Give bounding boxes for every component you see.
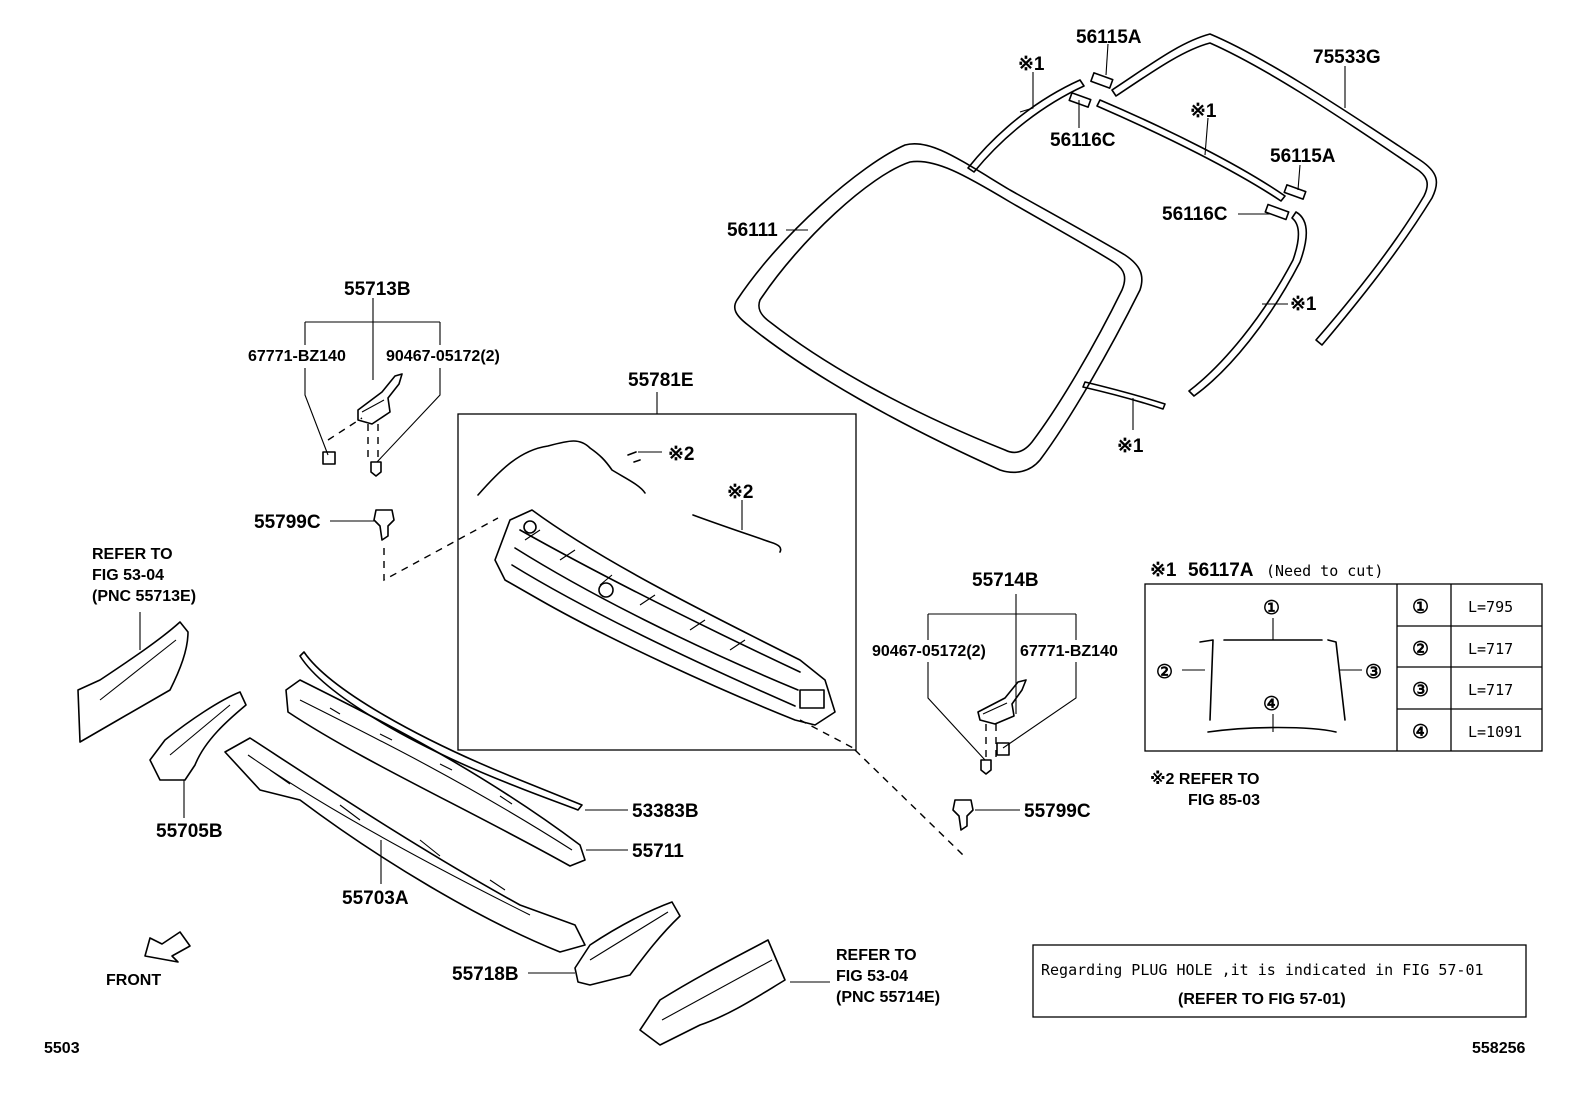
sketch-num-3: ③ <box>1365 662 1382 683</box>
cut-row-4-length: L=1091 <box>1468 723 1522 741</box>
spacer-56115A-right[interactable] <box>1283 184 1307 200</box>
label-75533G: 75533G <box>1313 47 1381 68</box>
label-90467-left: 90467-05172(2) <box>386 348 500 365</box>
label-56115A-right: 56115A <box>1270 146 1336 167</box>
label-note1-b: ※1 <box>1190 101 1217 122</box>
label-refer-left-1: REFER TO <box>92 546 173 563</box>
label-note2-b: ※2 <box>727 482 754 503</box>
label-55714B: 55714B <box>972 570 1039 591</box>
hinge-bracket-55713B[interactable] <box>357 373 403 425</box>
molding-strip-bottom[interactable] <box>1082 381 1166 410</box>
label-55781E: 55781E <box>628 370 694 391</box>
hose-part[interactable] <box>692 514 782 553</box>
label-56116C-right: 56116C <box>1162 204 1228 225</box>
wire-harness[interactable] <box>477 440 646 496</box>
label-67771-right: 67771-BZ140 <box>1020 643 1118 660</box>
clip-nut-left[interactable] <box>322 451 336 465</box>
label-refer-left-3: (PNC 55713E) <box>92 588 196 605</box>
weatherstrip-75533G[interactable] <box>1111 33 1438 346</box>
label-55799C-right: 55799C <box>1024 801 1091 822</box>
label-67771-left: 67771-BZ140 <box>248 348 346 365</box>
label-55799C-left: 55799C <box>254 512 321 533</box>
clip-55799C-right[interactable] <box>952 799 974 831</box>
label-55718B: 55718B <box>452 964 519 985</box>
label-55713B: 55713B <box>344 279 411 300</box>
side-member-left[interactable] <box>77 621 189 743</box>
note2-line1: ※2 REFER TO <box>1150 770 1260 788</box>
label-note1-c: ※1 <box>1290 294 1317 315</box>
molding-strip-top-left[interactable] <box>967 79 1085 173</box>
label-55705B: 55705B <box>156 821 223 842</box>
spacer-56116C-top[interactable] <box>1068 92 1092 108</box>
label-90467-right: 90467-05172(2) <box>872 643 986 660</box>
label-56115A-top: 56115A <box>1076 27 1142 48</box>
molding-strip-right[interactable] <box>1188 211 1308 397</box>
cut-row-1-num: ① <box>1412 597 1429 618</box>
cowl-top-panel-box <box>457 413 857 751</box>
label-note1-d: ※1 <box>1117 436 1144 457</box>
side-bracket-55718B[interactable] <box>574 901 681 986</box>
clip-nut-right[interactable] <box>996 742 1010 756</box>
plug-note-line2: (REFER TO FIG 57-01) <box>1178 991 1346 1008</box>
figure-number-right: 558256 <box>1472 1040 1525 1057</box>
label-refer-right-1: REFER TO <box>836 947 917 964</box>
molding-strip-top-right[interactable] <box>1096 99 1286 202</box>
label-56111: 56111 <box>727 220 778 241</box>
label-note2-a: ※2 <box>668 444 695 465</box>
seal-53383B[interactable] <box>299 651 583 811</box>
cut-row-4-num: ④ <box>1412 722 1429 743</box>
plug-note-line1: Regarding PLUG HOLE ,it is indicated in … <box>1041 961 1484 979</box>
label-refer-right-2: FIG 53-04 <box>836 968 908 985</box>
label-front: FRONT <box>106 972 161 989</box>
front-arrow-icon <box>144 931 191 963</box>
sketch-num-4: ④ <box>1263 694 1280 715</box>
clip-55799C-left[interactable] <box>373 509 395 541</box>
cut-row-3-length: L=717 <box>1468 681 1513 699</box>
cut-row-2-length: L=717 <box>1468 640 1513 658</box>
cut-table-title-part: 56117A <box>1188 560 1254 581</box>
sketch-num-2: ② <box>1156 662 1173 683</box>
cut-table-title-mark: ※1 <box>1150 560 1177 581</box>
plug-note-frame <box>1032 944 1527 1018</box>
screw-right[interactable] <box>980 759 992 775</box>
cowl-panel-55703A[interactable] <box>224 737 586 953</box>
windshield-glass-56111[interactable] <box>733 143 1143 474</box>
side-bracket-55705B[interactable] <box>149 691 247 781</box>
sketch-num-1: ① <box>1263 598 1280 619</box>
label-53383B: 53383B <box>632 801 699 822</box>
cowl-louver-55711[interactable] <box>285 679 586 867</box>
label-refer-right-3: (PNC 55714E) <box>836 989 940 1006</box>
spacer-56115A-top[interactable] <box>1090 72 1114 89</box>
spacer-56116C-right[interactable] <box>1264 203 1290 221</box>
label-note1-a: ※1 <box>1018 54 1045 75</box>
cut-table-sketch <box>1182 618 1362 733</box>
cut-row-3-num: ③ <box>1412 680 1429 701</box>
side-member-right[interactable] <box>639 939 786 1046</box>
cut-row-1-length: L=795 <box>1468 598 1513 616</box>
label-56116C-top: 56116C <box>1050 130 1116 151</box>
screw-left[interactable] <box>370 461 382 477</box>
hinge-bracket-55714B[interactable] <box>977 679 1027 725</box>
label-55711: 55711 <box>632 841 684 862</box>
cut-table-title-note: (Need to cut) <box>1266 562 1383 580</box>
label-refer-left-2: FIG 53-04 <box>92 567 164 584</box>
note2-line2: FIG 85-03 <box>1188 792 1260 809</box>
figure-number-left: 5503 <box>44 1040 80 1057</box>
cowl-top-panel-55781E[interactable] <box>494 509 836 726</box>
cut-row-2-num: ② <box>1412 639 1429 660</box>
label-55703A: 55703A <box>342 888 409 909</box>
